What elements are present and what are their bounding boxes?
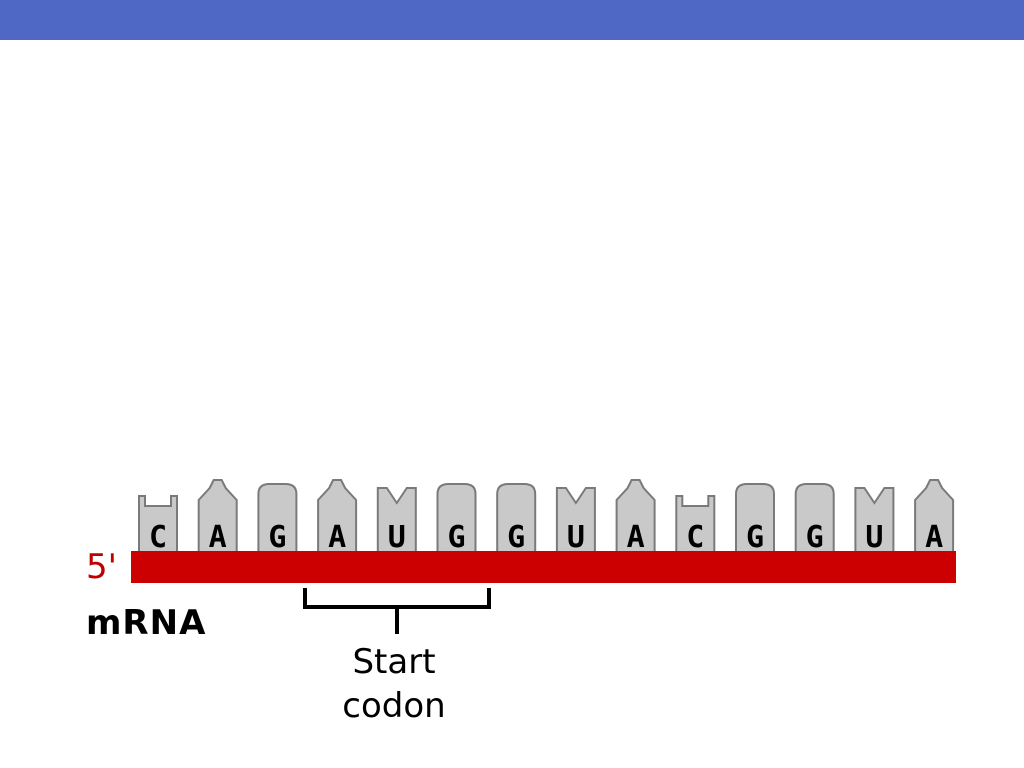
base-c: C <box>138 495 178 555</box>
base-body <box>615 479 656 554</box>
base-letter: C <box>149 520 167 555</box>
base-body <box>376 487 417 554</box>
base-body <box>138 495 178 554</box>
base-letter: G <box>268 520 286 555</box>
base-body <box>735 483 775 554</box>
mrna-label: mRNA <box>86 603 206 643</box>
base-body <box>914 479 955 554</box>
base-letter: A <box>328 520 346 555</box>
base-letter: G <box>507 520 525 555</box>
base-body <box>675 495 716 554</box>
base-g: G <box>794 483 835 555</box>
base-letter: G <box>746 520 764 555</box>
base-body <box>257 483 298 554</box>
start-codon-label-line2: codon <box>342 686 445 726</box>
base-u: U <box>854 487 895 555</box>
base-body <box>197 479 238 554</box>
base-g: G <box>436 483 477 555</box>
base-letter: U <box>388 520 406 555</box>
mrna-strand <box>131 551 956 583</box>
base-letter: A <box>627 520 645 555</box>
base-g: G <box>735 483 775 555</box>
base-letter: U <box>567 520 585 555</box>
five-prime-label: 5' <box>86 547 117 587</box>
base-u: U <box>555 487 596 555</box>
base-body <box>854 487 895 554</box>
base-c: C <box>675 495 716 555</box>
slide-title-bar <box>0 0 1024 40</box>
base-a: A <box>914 479 955 555</box>
base-letter: A <box>209 520 227 555</box>
base-a: A <box>615 479 656 555</box>
base-body <box>794 483 835 554</box>
base-g: G <box>257 483 298 555</box>
base-letter: A <box>925 520 943 555</box>
base-g: G <box>496 483 537 555</box>
start-codon-label-line1: Start <box>352 642 435 682</box>
base-letter: U <box>865 520 883 555</box>
base-a: A <box>197 479 238 555</box>
start-codon-bracket <box>303 588 491 634</box>
base-body <box>317 479 358 554</box>
base-letter: G <box>447 520 465 555</box>
base-body <box>496 483 537 554</box>
base-u: U <box>376 487 417 555</box>
base-letter: C <box>686 520 704 555</box>
base-body <box>555 487 596 554</box>
base-a: A <box>317 479 358 555</box>
base-letter: G <box>806 520 824 555</box>
base-body <box>436 483 477 554</box>
